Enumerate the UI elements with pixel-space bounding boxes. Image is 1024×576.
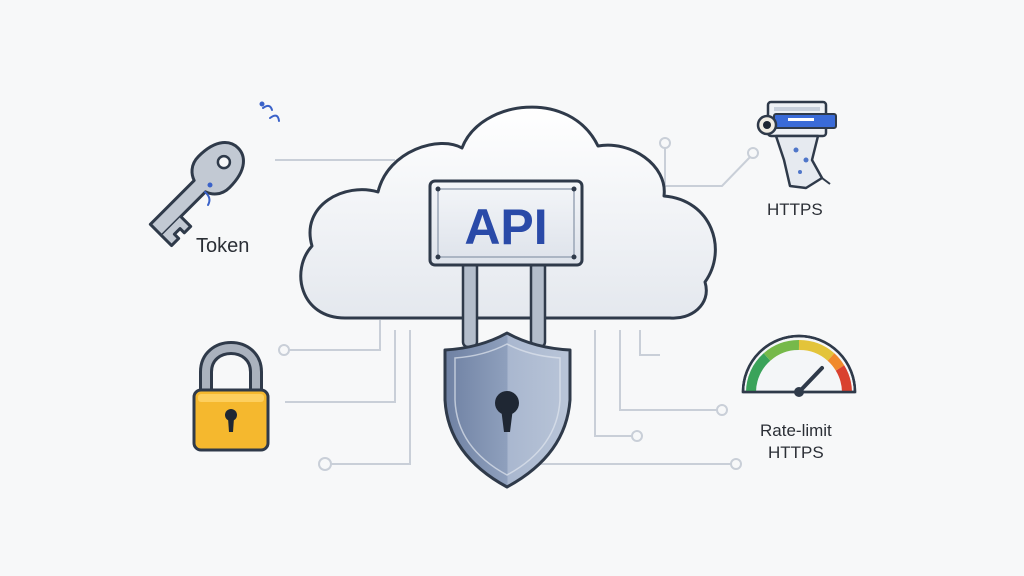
rate-gauge-icon bbox=[741, 334, 857, 397]
rate-limit-https-label: HTTPS bbox=[768, 443, 824, 462]
token-label: Token bbox=[196, 235, 250, 257]
shield-keyhole-icon bbox=[443, 331, 572, 489]
connector-https bbox=[664, 145, 753, 187]
key-sparkle-icon bbox=[204, 101, 280, 206]
connector-bottom-left bbox=[330, 330, 411, 465]
shield-posts bbox=[461, 260, 547, 349]
connector-lines bbox=[275, 145, 753, 465]
connector-right-mid bbox=[639, 330, 660, 356]
connector-padlock-lower bbox=[285, 330, 396, 403]
connector-nodes bbox=[278, 137, 759, 471]
connector-gauge-lower bbox=[594, 330, 636, 437]
https-label-top: HTTPS bbox=[767, 200, 823, 219]
connector-gauge bbox=[619, 330, 720, 411]
connector-padlock-upper bbox=[285, 320, 381, 351]
api-label: API bbox=[464, 199, 547, 255]
api-plate: API bbox=[428, 179, 584, 267]
https-server-icon bbox=[756, 100, 837, 190]
padlock-icon bbox=[192, 341, 270, 452]
rate-limit-label: Rate-limit bbox=[760, 421, 832, 440]
key-icon bbox=[148, 141, 245, 248]
